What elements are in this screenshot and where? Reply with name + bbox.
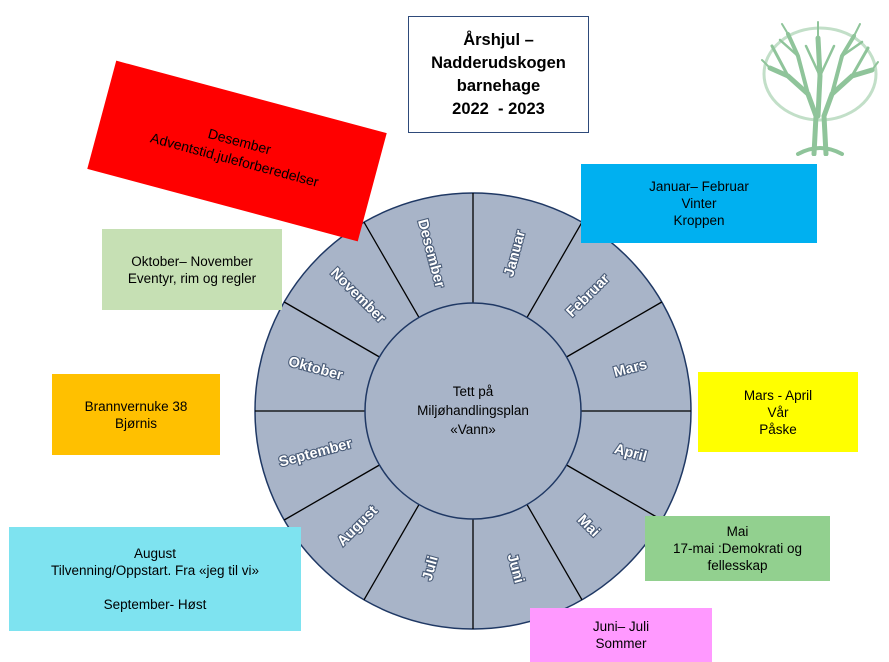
- box-line: Påske: [759, 421, 797, 437]
- box-brannvernuke: Brannvernuke 38 Bjørnis: [52, 374, 220, 455]
- wheel-divider: [526, 504, 583, 601]
- box-line: Vår: [767, 404, 789, 420]
- box-line: Oktober– November: [131, 253, 253, 269]
- wheel-divider: [566, 301, 663, 358]
- box-line: 17-mai :Demokrati og: [672, 541, 803, 556]
- wheel-divider: [283, 301, 380, 358]
- title-line: Nadderudskogen: [431, 53, 566, 72]
- wheel-center-line-1: Tett på: [453, 384, 494, 399]
- wheel-divider: [363, 221, 420, 318]
- box-okt-nov: Oktober– November Eventyr, rim og regler: [102, 229, 282, 310]
- wheel-center-line-2: Miljøhandlingsplan: [417, 403, 529, 418]
- box-mai: Mai 17-mai :Demokrati og fellesskap: [645, 516, 830, 581]
- box-line: August: [133, 546, 177, 561]
- wheel-divider: [566, 464, 663, 521]
- wheel-inner-circle: [364, 302, 582, 520]
- box-line: September- Høst: [103, 597, 207, 612]
- wheel-divider: [526, 221, 583, 318]
- box-line: Brannvernuke 38: [84, 398, 188, 414]
- tree-icon: [761, 21, 879, 156]
- box-line: Juni– Juli: [592, 619, 650, 634]
- wheel-center-line-3: «Vann»: [450, 422, 496, 437]
- wheel-dividers: [255, 193, 691, 629]
- title-box: Årshjul – Nadderudskogen barnehage 2022 …: [408, 16, 589, 133]
- title-line: barnehage: [456, 76, 541, 95]
- box-line: Eventyr, rim og regler: [127, 270, 257, 286]
- box-line: Mars - April: [743, 387, 813, 403]
- box-juni-juli: Juni– Juli Sommer: [530, 608, 712, 662]
- box-jan-feb: Januar– Februar Vinter Kroppen: [581, 164, 817, 243]
- box-august-september: August Tilvenning/Oppstart. Fra «jeg til…: [9, 527, 301, 631]
- title-line: 2022 - 2023: [452, 99, 545, 118]
- box-line: Mai: [726, 524, 749, 539]
- box-line: Januar– Februar: [649, 179, 749, 194]
- box-line: Bjørnis: [114, 415, 157, 431]
- box-line: Sommer: [595, 636, 647, 651]
- box-line: fellesskap: [707, 558, 768, 573]
- box-line: Vinter: [681, 196, 717, 211]
- box-line: Tilvenning/Oppstart. Fra «jeg til vi»: [50, 563, 260, 578]
- box-line: Kroppen: [673, 213, 725, 228]
- box-mars-april: Mars - April Vår Påske: [698, 372, 858, 452]
- title-line: Årshjul –: [463, 30, 534, 49]
- wheel-divider: [283, 464, 380, 521]
- wheel-divider: [363, 504, 420, 601]
